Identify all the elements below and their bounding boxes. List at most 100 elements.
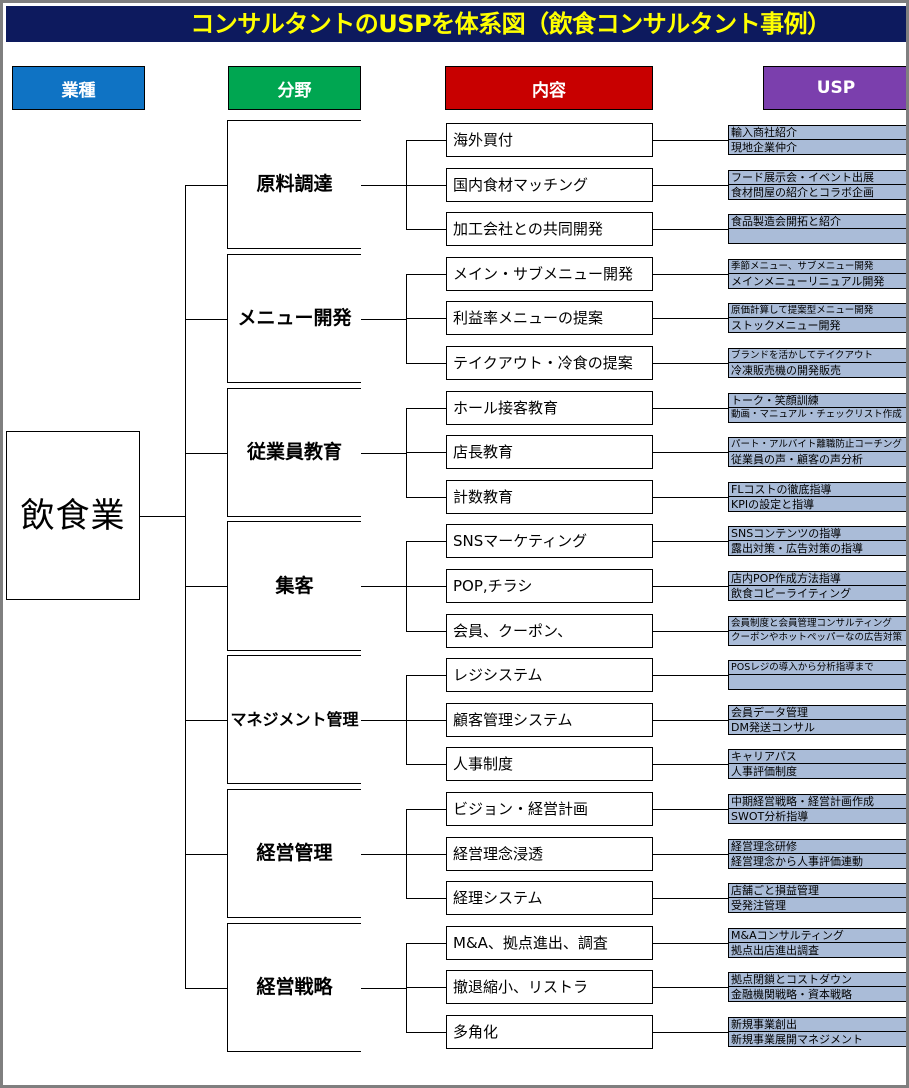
connector-horizontal bbox=[406, 541, 446, 542]
connector-horizontal bbox=[653, 274, 728, 275]
content-node: 人事制度 bbox=[446, 747, 653, 781]
usp-cell: 経営理念研修 bbox=[728, 839, 906, 854]
root-node-label: 飲食業 bbox=[20, 495, 126, 536]
usp-cell: ストックメニュー開発 bbox=[728, 318, 906, 333]
usp-cell: 金融機関戦略・資本戦略 bbox=[728, 987, 906, 1002]
usp-cell-label: 従業員の声・顧客の声分析 bbox=[731, 452, 863, 466]
usp-cell-label: 人事評価制度 bbox=[731, 764, 797, 778]
usp-cell-label: メインメニューリニュアル開発 bbox=[731, 274, 885, 288]
usp-cell: 拠点出店進出調査 bbox=[728, 943, 906, 958]
usp-cell: 露出対策・広告対策の指導 bbox=[728, 541, 906, 556]
field-node-label: 経営管理 bbox=[256, 842, 333, 864]
field-node: 原料調達 bbox=[227, 120, 361, 249]
content-node-label: 撤退縮小、リストラ bbox=[453, 977, 589, 996]
connector-horizontal bbox=[406, 675, 446, 676]
usp-cell: 食材問屋の紹介とコラボ企画 bbox=[728, 185, 906, 200]
connector-horizontal bbox=[185, 319, 227, 320]
usp-cell-label: 金融機関戦略・資本戦略 bbox=[731, 987, 852, 1001]
content-node-label: 経営理念浸透 bbox=[453, 844, 544, 863]
connector-horizontal bbox=[653, 764, 728, 765]
usp-cell: メインメニューリニュアル開発 bbox=[728, 274, 906, 289]
usp-cell-label: 輸入商社紹介 bbox=[731, 126, 797, 139]
connector-horizontal bbox=[406, 854, 446, 855]
content-node: 多角化 bbox=[446, 1015, 653, 1049]
usp-group: M&Aコンサルティング拠点出店進出調査 bbox=[728, 928, 906, 958]
usp-cell: 人事評価制度 bbox=[728, 764, 906, 779]
usp-cell: SNSコンテンツの指導 bbox=[728, 526, 906, 541]
usp-group: 原価計算して提案型メニュー開発ストックメニュー開発 bbox=[728, 303, 906, 333]
usp-cell-label: 飲食コピーライティング bbox=[731, 586, 852, 600]
connector-horizontal bbox=[653, 631, 728, 632]
usp-cell-label: DM発送コンサル bbox=[731, 720, 815, 734]
connector-horizontal bbox=[185, 720, 227, 721]
usp-cell: 新規事業展開マネジメント bbox=[728, 1032, 906, 1047]
content-node: テイクアウト・冷食の提案 bbox=[446, 346, 653, 380]
usp-cell-label: ブランドを活かしてテイクアウト bbox=[731, 349, 874, 361]
content-node: 顧客管理システム bbox=[446, 703, 653, 737]
connector-horizontal bbox=[653, 898, 728, 899]
connector-horizontal bbox=[406, 185, 446, 186]
connector-horizontal bbox=[361, 854, 406, 855]
usp-group: ブランドを活かしてテイクアウト冷凍販売機の開発販売 bbox=[728, 348, 906, 378]
connector-horizontal bbox=[406, 764, 446, 765]
connector-horizontal bbox=[406, 987, 446, 988]
connector-horizontal bbox=[406, 408, 446, 409]
connector-horizontal bbox=[140, 516, 185, 517]
usp-cell: DM発送コンサル bbox=[728, 720, 906, 735]
usp-group: SNSコンテンツの指導露出対策・広告対策の指導 bbox=[728, 526, 906, 556]
connector-horizontal bbox=[653, 140, 728, 141]
usp-cell: 拠点閉鎖とコストダウン bbox=[728, 972, 906, 987]
connector-horizontal bbox=[653, 452, 728, 453]
usp-cell: FLコストの徹底指導 bbox=[728, 482, 906, 497]
usp-cell: 中期経営戦略・経営計画作成 bbox=[728, 794, 906, 809]
connector-horizontal bbox=[653, 497, 728, 498]
usp-cell: 輸入商社紹介 bbox=[728, 125, 906, 140]
usp-group: POSレジの導入から分析指導まで bbox=[728, 660, 906, 690]
usp-cell-label: 拠点出店進出調査 bbox=[731, 943, 819, 957]
usp-cell-label: 受発注管理 bbox=[731, 898, 786, 912]
content-node-label: 会員、クーポン、 bbox=[453, 621, 573, 640]
field-node: メニュー開発 bbox=[227, 254, 361, 383]
usp-group: 会員制度と会員管理コンサルティングクーポンやホットペッパーなの広告対策 bbox=[728, 616, 906, 646]
usp-cell-label: 食品製造会開拓と紹介 bbox=[731, 215, 841, 228]
connector-horizontal bbox=[406, 898, 446, 899]
field-node-label: マネジメント管理 bbox=[230, 709, 359, 729]
usp-cell-label: SWOT分析指導 bbox=[731, 809, 809, 823]
usp-cell-label: 経営理念研修 bbox=[731, 840, 797, 853]
content-node-label: 店長教育 bbox=[453, 442, 514, 461]
content-node: レジシステム bbox=[446, 658, 653, 692]
connector-horizontal bbox=[653, 363, 728, 364]
connector-horizontal bbox=[361, 720, 406, 721]
content-node-label: 顧客管理システム bbox=[453, 710, 573, 729]
connector-horizontal bbox=[406, 274, 446, 275]
usp-cell-label: 経営理念から人事評価連動 bbox=[731, 854, 863, 868]
column-header-usp: USP bbox=[763, 66, 906, 110]
connector-horizontal bbox=[653, 987, 728, 988]
usp-cell-label: M&Aコンサルティング bbox=[731, 929, 844, 942]
content-node: ビジョン・経営計画 bbox=[446, 792, 653, 826]
content-node-label: 計数教育 bbox=[453, 487, 514, 506]
usp-cell: 会員データ管理 bbox=[728, 705, 906, 720]
content-node: 撤退縮小、リストラ bbox=[446, 970, 653, 1004]
usp-cell: 受発注管理 bbox=[728, 898, 906, 913]
connector-horizontal bbox=[361, 319, 406, 320]
connector-horizontal bbox=[653, 541, 728, 542]
usp-cell: パート・アルバイト離職防止コーチング bbox=[728, 437, 906, 452]
usp-cell bbox=[728, 675, 906, 690]
content-node-label: レジシステム bbox=[453, 665, 543, 684]
column-header-field-label: 分野 bbox=[277, 80, 312, 101]
connector-horizontal bbox=[361, 586, 406, 587]
content-node-label: 人事制度 bbox=[453, 754, 514, 773]
usp-group: 食品製造会開拓と紹介 bbox=[728, 214, 906, 244]
usp-group: 新規事業創出新規事業展開マネジメント bbox=[728, 1017, 906, 1047]
connector-horizontal bbox=[653, 675, 728, 676]
connector-horizontal bbox=[653, 854, 728, 855]
usp-cell-label: 店内POP作成方法指導 bbox=[731, 572, 841, 585]
connector-horizontal bbox=[406, 720, 446, 721]
connector-horizontal bbox=[361, 185, 406, 186]
content-node: 経理システム bbox=[446, 881, 653, 915]
connector-horizontal bbox=[406, 943, 446, 944]
connector-horizontal bbox=[653, 229, 728, 230]
usp-cell: POSレジの導入から分析指導まで bbox=[728, 660, 906, 675]
